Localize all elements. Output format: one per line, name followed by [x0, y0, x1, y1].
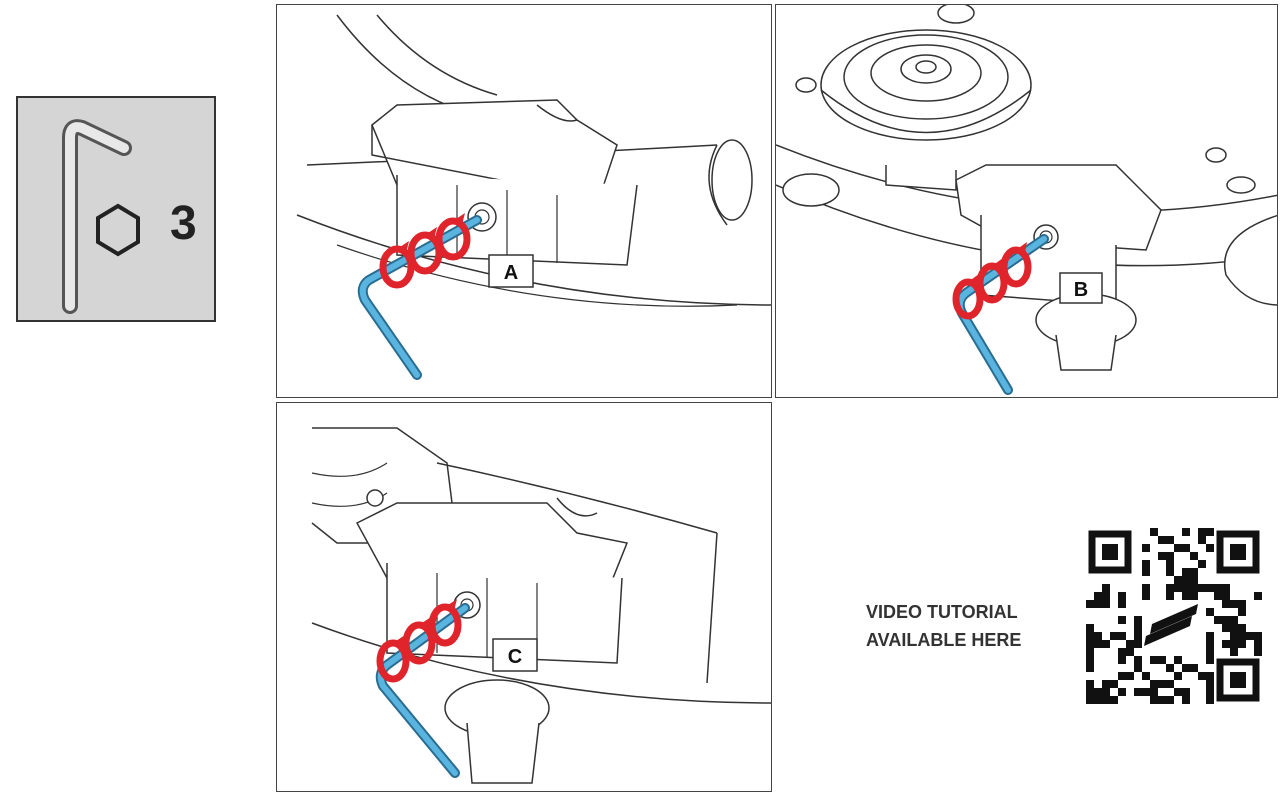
step-label-a: A — [504, 262, 518, 284]
step-panel-b: B — [775, 4, 1278, 398]
tool-size: 3 — [170, 197, 197, 250]
tool-indicator — [16, 96, 216, 322]
label-box — [1059, 272, 1103, 304]
step-panel-a: A — [276, 4, 772, 398]
label-box — [488, 254, 534, 288]
hexagon-icon — [96, 203, 140, 257]
step-label-c: C — [508, 646, 522, 668]
video-tutorial-label: VIDEO TUTORIAL AVAILABLE HERE — [866, 598, 1076, 654]
step-panel-c: C — [276, 402, 772, 792]
video-label-line1: VIDEO TUTORIAL — [866, 602, 1018, 622]
step-label-b: B — [1074, 279, 1088, 301]
label-box — [492, 638, 538, 672]
hex-key-icon — [62, 119, 140, 314]
qr-code[interactable] — [1086, 528, 1262, 704]
video-label-line2: AVAILABLE HERE — [866, 630, 1022, 650]
